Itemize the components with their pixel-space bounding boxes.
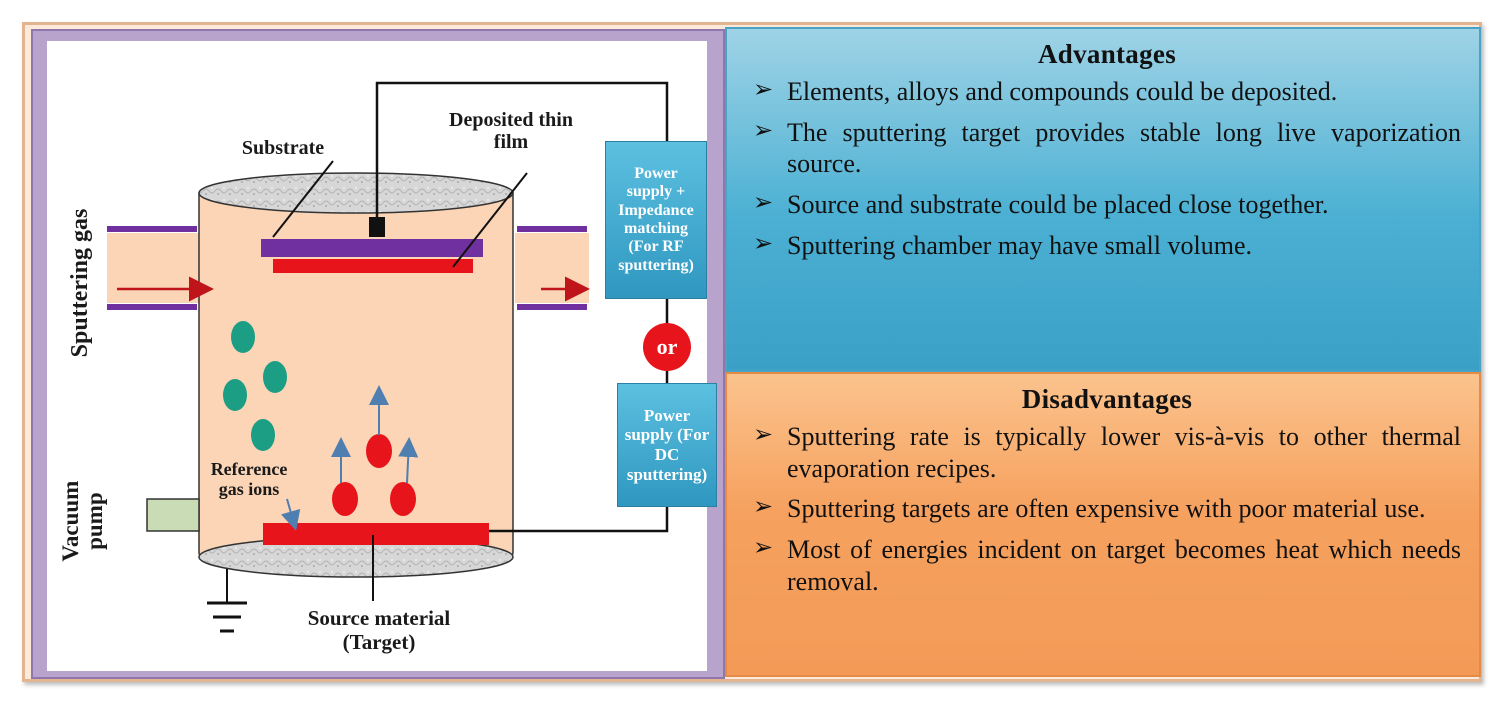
substrate-label: Substrate	[241, 137, 325, 159]
sputtering-diagram-panel: Power supply + Impedance matching (For R…	[31, 29, 725, 679]
deposited-film-label: Deposited thin film	[449, 109, 573, 154]
vacuum-pump-label: Vacuum pump	[57, 480, 107, 562]
arrow-bullet-icon: ➢	[753, 117, 774, 144]
sputtering-diagram: Power supply + Impedance matching (For R…	[47, 41, 717, 671]
vacuum-pump-port	[146, 498, 200, 532]
gas-ions-pointer	[280, 498, 301, 531]
disadvantage-item: ➢ Sputtering targets are often expensive…	[753, 494, 1426, 524]
sputtering-chamber-drawing	[107, 81, 669, 633]
gas-ion	[251, 419, 275, 451]
advantages-heading: Advantages	[1037, 39, 1176, 69]
arrow-bullet-icon: ➢	[753, 77, 774, 103]
arrow-bullet-icon: ➢	[753, 494, 774, 521]
disadvantages-heading: Disadvantages	[1021, 384, 1193, 414]
gas-ion	[263, 361, 287, 393]
gas-inlet-port	[107, 233, 199, 303]
advantage-item: ➢ Sputtering chamber may have small volu…	[753, 230, 1252, 260]
film-leader	[452, 172, 528, 268]
substrate-feedthrough	[369, 217, 385, 237]
advantage-item: ➢ The sputtering target provides stable …	[753, 117, 1461, 179]
circuit-wire-top	[375, 81, 669, 217]
figure-frame: Power supply + Impedance matching (For R…	[22, 22, 1482, 682]
gas-ion	[231, 321, 255, 353]
advantages-panel: Advantages ➢ Elements, alloys and compou…	[725, 27, 1481, 372]
arrow-bullet-icon: ➢	[753, 230, 774, 257]
disadvantage-item: ➢ Most of energies incident on target be…	[753, 535, 1461, 596]
rf-power-supply-label: Power supply + Impedance matching (For R…	[618, 164, 694, 274]
sputtered-atom	[332, 482, 358, 516]
rf-power-supply-box: Power supply + Impedance matching (For R…	[605, 141, 707, 299]
substrate-leader	[272, 160, 334, 238]
dc-power-supply-label: Power supply (For DC sputtering)	[624, 405, 710, 484]
dc-power-supply-box: Power supply (For DC sputtering)	[617, 383, 717, 507]
source-material-label: Source material (Target)	[307, 606, 451, 654]
sputtered-atom	[390, 482, 416, 516]
circuit-wire-bottom	[487, 507, 669, 533]
sputtered-atom	[366, 434, 392, 468]
arrow-bullet-icon: ➢	[753, 422, 774, 448]
gas-outlet-port	[515, 233, 589, 303]
reference-gas-ions-label: Reference gas ions	[210, 459, 288, 500]
deposited-film	[273, 259, 473, 273]
or-label: or	[656, 334, 678, 359]
disadvantages-panel: Disadvantages ➢ Sputtering rate is typic…	[725, 372, 1481, 677]
chamber-top-lid	[198, 172, 514, 214]
gas-ion	[223, 379, 247, 411]
arrow-bullet-icon: ➢	[753, 190, 774, 217]
disadvantage-item: ➢ Sputtering rate is typically lower vis…	[753, 422, 1461, 483]
advantage-item: ➢ Source and substrate could be placed c…	[753, 190, 1329, 220]
source-target	[263, 523, 489, 545]
or-circle: or	[643, 323, 691, 371]
substrate-holder	[261, 239, 483, 257]
arrow-bullet-icon: ➢	[753, 535, 774, 562]
sputtering-gas-label: Sputtering gas	[67, 208, 93, 358]
advantage-item: ➢ Elements, alloys and compounds could b…	[753, 77, 1338, 106]
